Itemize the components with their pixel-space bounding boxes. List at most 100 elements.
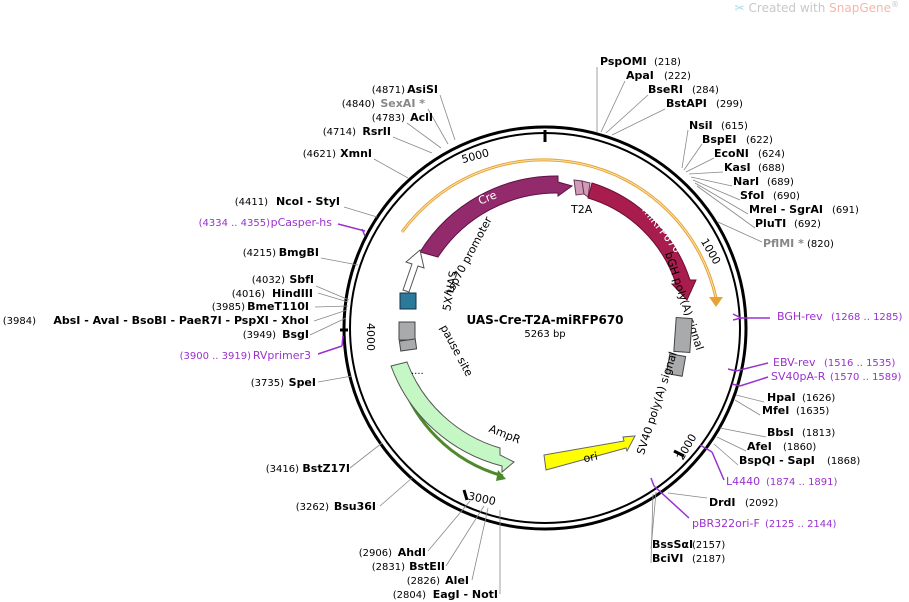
site-asisi[interactable]: AsiSI [407, 83, 438, 96]
site-drdi[interactable]: DrdI [709, 496, 736, 509]
site-eagi-noti-pos: (2804) [393, 590, 426, 601]
site-bsu36i[interactable]: Bsu36I [334, 500, 376, 513]
site-bsgi[interactable]: BsgI [282, 328, 309, 341]
site-nari[interactable]: NarI [733, 175, 759, 188]
site-asisi-pos: (4871) [372, 85, 405, 96]
site-pspomi[interactable]: PspOMI [600, 55, 647, 68]
feature-ampr[interactable] [390, 361, 515, 474]
site-sbfi[interactable]: SbfI [289, 273, 314, 286]
site-bstapi[interactable]: BstAPI [666, 97, 707, 110]
site-bseri[interactable]: BseRI [648, 83, 683, 96]
site-xmni-pos: (4621) [303, 149, 336, 160]
sites-left: (4871) AsiSI (4840) SexAI * (4783) AclI … [3, 83, 498, 601]
primer-pcasper-hs[interactable]: pCasper-hs [271, 216, 333, 229]
site-mrei-sgrai[interactable]: MreI - SgrAI [749, 203, 823, 216]
site-bspqi-sapi[interactable]: BspQI - SapI [739, 454, 815, 467]
snapgene-watermark: ✂ Created with SnapGene® [735, 0, 899, 15]
feature-t2a-label: T2A [570, 203, 593, 216]
site-bstz17i-pos: (3416) [266, 464, 299, 475]
site-pluti[interactable]: PluTI [755, 217, 786, 230]
site-hindiii-pos: (4016) [232, 289, 265, 300]
site-bcivi[interactable]: BciVI [652, 552, 683, 565]
site-pflmi[interactable]: PflMI * [763, 237, 804, 250]
feature-pause-site-a[interactable] [398, 321, 416, 341]
primer-l4440[interactable]: L4440 [726, 475, 760, 488]
site-bbsi[interactable]: BbsI [767, 426, 794, 439]
site-bsssai-pos: (2157) [692, 540, 725, 551]
feature-sv40-polya[interactable] [665, 353, 687, 377]
site-xmni[interactable]: XmnI [340, 147, 372, 160]
site-apai[interactable]: ApaI [626, 69, 654, 82]
site-bsteii[interactable]: BstEII [409, 560, 445, 573]
site-alei[interactable]: AleI [445, 574, 469, 587]
site-sbfi-pos: (4032) [252, 275, 285, 286]
site-sexai[interactable]: SexAI * [380, 97, 425, 110]
site-spei[interactable]: SpeI [289, 376, 316, 389]
site-bspei[interactable]: BspEI [702, 133, 736, 146]
site-bmet110i[interactable]: BmeT110I [247, 300, 309, 313]
feature-pause-site-b[interactable] [398, 338, 418, 352]
site-pflmi-pos: (820) [807, 239, 834, 250]
primer-l4440-range: (1874 .. 1891) [766, 477, 838, 488]
site-absi-xhoi[interactable]: AbsI - AvaI - BsoBI - PaeR7I - PspXI - X… [53, 314, 309, 327]
site-bspqi-sapi-pos: (1868) [827, 456, 860, 467]
primer-ebv-rev[interactable]: EBV-rev [773, 356, 816, 369]
site-afei[interactable]: AfeI [747, 440, 772, 453]
site-bmet110i-pos: (3985) [212, 302, 245, 313]
site-mfei[interactable]: MfeI [762, 404, 789, 417]
primer-bgh-rev[interactable]: BGH-rev [777, 310, 823, 323]
site-drdi-pos: (2092) [745, 498, 778, 509]
site-kasi[interactable]: KasI [724, 161, 751, 174]
feature-mirfp670[interactable] [587, 182, 697, 301]
site-bsu36i-pos: (3262) [296, 502, 329, 513]
site-bstz17i[interactable]: BstZ17I [302, 462, 350, 475]
site-kasi-pos: (688) [758, 163, 785, 174]
feature-ampr-label: AmpR [487, 422, 523, 446]
feature-bgh-polya[interactable] [673, 316, 693, 354]
site-rsrii[interactable]: RsrII [362, 125, 391, 138]
site-acli[interactable]: AclI [410, 111, 433, 124]
site-eagi-noti[interactable]: EagI - NotI [433, 588, 498, 601]
site-bmgbi[interactable]: BmgBI [279, 246, 319, 259]
feature-5x-uas[interactable] [399, 292, 417, 310]
plasmid-size: 5263 bp [524, 329, 565, 340]
site-ncoi-styi[interactable]: NcoI - StyI [276, 195, 340, 208]
site-hpai-pos: (1626) [802, 393, 835, 404]
primer-sv40pa-r[interactable]: SV40pA-R [771, 370, 826, 383]
sites-right: PspOMI (218) ApaI (222) BseRI (284) BstA… [600, 55, 860, 565]
leader-lines-left [309, 94, 501, 594]
primer-pbr322ori-f-range: (2125 .. 2144) [765, 519, 837, 530]
feature-cre[interactable] [419, 175, 574, 258]
site-bcivi-pos: (2187) [692, 554, 725, 565]
cre-outer-arrowhead [709, 297, 723, 307]
site-spei-pos: (3735) [251, 378, 284, 389]
feature-sv40-label: SV40 poly(A) signal [634, 350, 680, 456]
site-alei-pos: (2826) [407, 576, 440, 587]
primer-pbr322ori-f[interactable]: pBR322ori-F [692, 517, 760, 530]
primer-rvprimer3[interactable]: RVprimer3 [253, 349, 311, 362]
tick-marks [340, 130, 685, 501]
site-econi-pos: (624) [758, 149, 785, 160]
site-hpai[interactable]: HpaI [767, 391, 796, 404]
site-bbsi-pos: (1813) [802, 428, 835, 439]
watermark-brand: SnapGene [829, 1, 891, 15]
primer-rvprimer3-range: (3900 .. 3919) [180, 351, 252, 362]
site-pluti-pos: (692) [794, 219, 821, 230]
primer-bgh-rev-range: (1268 .. 1285) [831, 312, 903, 323]
tick-4000: 4000 [364, 323, 377, 351]
feature-hsp70-promoter[interactable] [402, 249, 425, 293]
site-bsssai[interactable]: BssSαI [652, 538, 693, 551]
primers-left: (4334 .. 4355) pCasper-hs (3900 .. 3919)… [180, 216, 333, 362]
leader-lines-right [596, 67, 767, 564]
tick-3000: 3000 [467, 490, 497, 509]
site-bmgbi-pos: (4215) [243, 248, 276, 259]
site-hindiii[interactable]: HindIII [272, 287, 313, 300]
primer-markers [317, 223, 770, 519]
site-econi[interactable]: EcoNI [714, 147, 749, 160]
ampr-outer-arrowhead [496, 470, 506, 481]
site-sfoi[interactable]: SfoI [740, 189, 764, 202]
feature-ori[interactable] [543, 435, 636, 471]
site-ahdi[interactable]: AhdI [398, 546, 426, 559]
site-nsii[interactable]: NsiI [689, 119, 713, 132]
watermark-prefix: Created with [748, 1, 830, 15]
